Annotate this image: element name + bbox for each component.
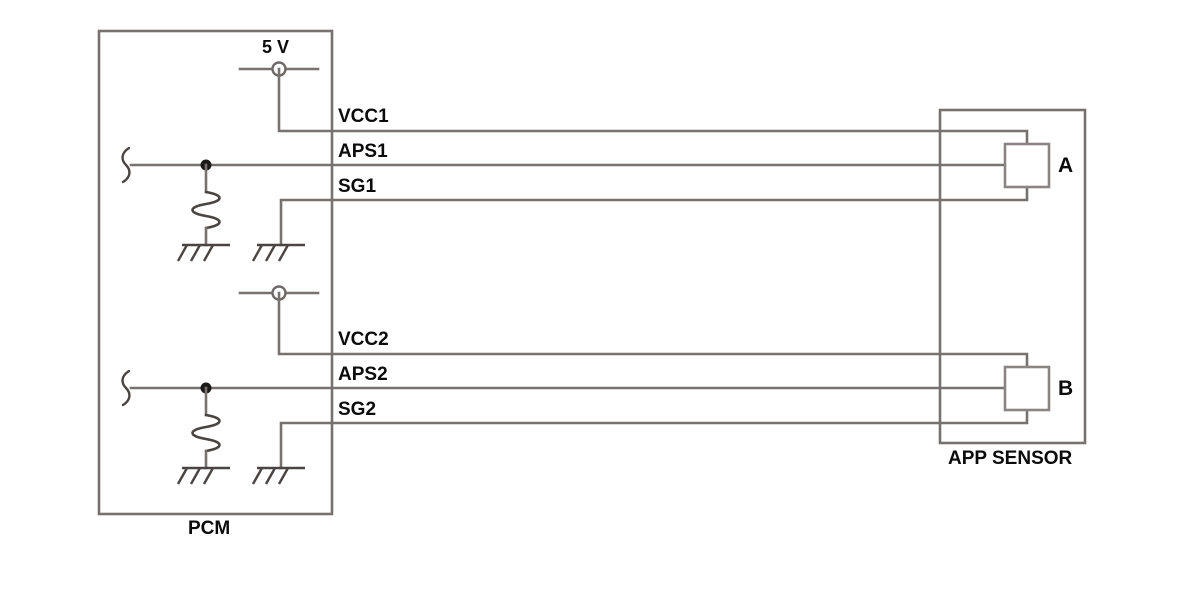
ground-resistor-2-icon: [176, 466, 230, 485]
supply-voltage-label: 5 V: [262, 37, 290, 57]
ground-resistor-1-icon: [176, 243, 230, 262]
signal-label-sg2: SG2: [338, 399, 377, 420]
ground-signal-1-icon: [251, 243, 305, 262]
sensor-element-b-label: B: [1058, 377, 1074, 400]
resistor-1-coil-icon: [191, 190, 221, 230]
sensor-element-b: [1003, 365, 1051, 412]
aps2-break-icon: [121, 369, 131, 407]
pcm-label: PCM: [188, 518, 231, 539]
resistor-2-coil-icon: [191, 413, 221, 453]
pulldown-resistor-1: [191, 163, 221, 247]
app-sensor-enclosure: [938, 108, 1087, 445]
pcm-enclosure: [97, 29, 334, 516]
signal-label-vcc1: VCC1: [338, 106, 389, 127]
sensor-element-a-label: A: [1058, 154, 1074, 177]
vcc2-wire: [277, 291, 1029, 369]
sg2-wire: [279, 408, 1029, 470]
sensor-element-a: [1003, 142, 1051, 189]
signal-label-aps1: APS1: [338, 141, 388, 162]
sg1-wire: [279, 185, 1029, 247]
app-sensor-label: APP SENSOR: [948, 448, 1073, 469]
ground-signal-2-icon: [251, 466, 305, 485]
aps1-break-icon: [121, 146, 131, 184]
supply-node-1-group: [238, 61, 320, 77]
signal-label-vcc2: VCC2: [338, 329, 389, 350]
signal-label-sg1: SG1: [338, 176, 377, 197]
signal-label-aps2: APS2: [338, 364, 388, 385]
pulldown-resistor-2: [191, 386, 221, 470]
vcc1-wire: [277, 67, 1029, 146]
